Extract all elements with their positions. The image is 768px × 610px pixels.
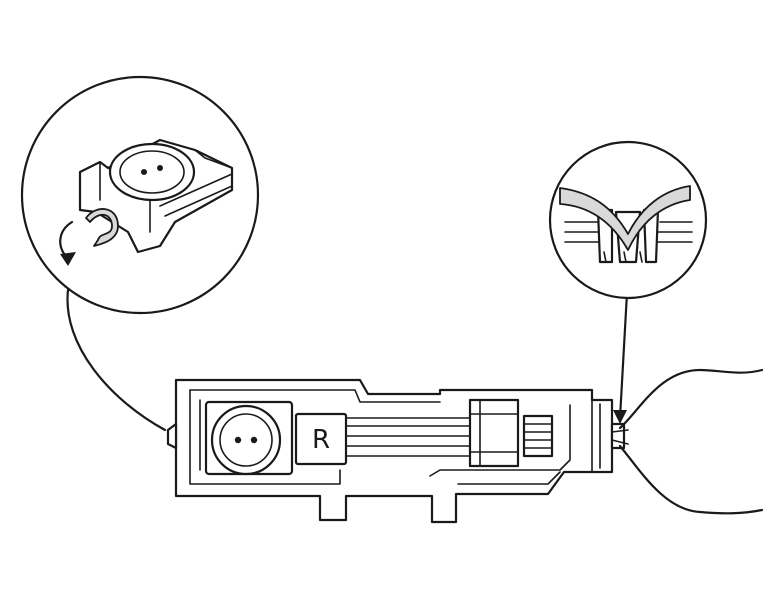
lever-detail-illustration bbox=[59, 138, 234, 266]
left-detail-callout bbox=[20, 75, 260, 432]
thread-ends bbox=[611, 368, 764, 515]
slider-block bbox=[468, 398, 520, 468]
upper-thread bbox=[618, 368, 764, 430]
lever-icon bbox=[85, 208, 119, 247]
button bbox=[210, 404, 282, 476]
lower-thread bbox=[618, 444, 764, 515]
left-callout-pointer bbox=[66, 288, 167, 432]
adjust-knob bbox=[522, 414, 554, 458]
foot-label-box bbox=[294, 412, 348, 466]
thread-icon bbox=[559, 185, 691, 251]
foot-label: R bbox=[312, 425, 330, 455]
buttonhole-foot: R bbox=[166, 378, 626, 524]
lever-nub bbox=[166, 422, 178, 450]
button-icon bbox=[108, 142, 196, 202]
right-detail-callout bbox=[548, 140, 708, 424]
thread-slot-detail bbox=[559, 185, 693, 264]
right-callout-pointer bbox=[618, 291, 629, 420]
